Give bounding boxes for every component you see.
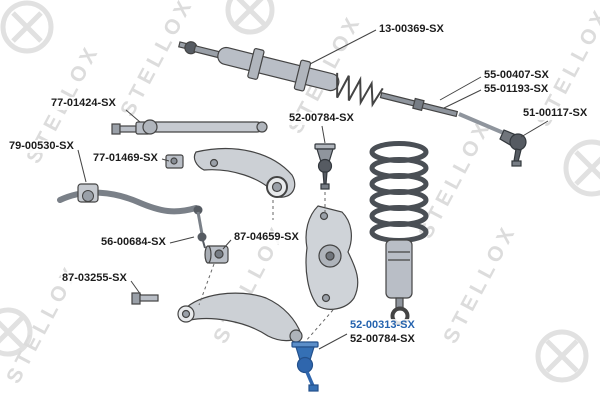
stellox-logo-watermark [0,0,54,54]
part-label-55-00407-sx[interactable]: 55-00407-SX [483,69,550,82]
part-label-52-00784-sx-upper[interactable]: 52-00784-SX [288,112,355,125]
ball-joint-highlighted-drawing [291,341,319,392]
part-label-51-00117-sx[interactable]: 51-00117-SX [522,107,589,120]
bolt-87-03255-drawing [131,292,159,305]
assembly-dashed-lines [198,192,334,343]
part-label-13-00369-sx[interactable]: 13-00369-SX [378,23,445,36]
watermark-text: STELLOX [439,220,521,347]
stellox-logo-watermark [0,307,33,357]
stellox-logo-watermark [535,329,589,383]
coil-spring-drawing [369,141,429,243]
part-label-77-01424-sx[interactable]: 77-01424-SX [50,97,117,110]
shock-absorber-drawing [385,239,413,326]
part-label-87-04659-sx[interactable]: 87-04659-SX [233,231,300,244]
leader-lines [77,29,549,350]
stellox-logo-watermark [563,139,600,197]
part-label-52-00784-sx-lower[interactable]: 52-00784-SX [349,333,416,346]
upper-wishbone-drawing [193,147,296,198]
upper-arm-drawing [111,119,268,135]
stabilizer-bar-drawing [57,183,207,249]
steering-rack-drawing [178,41,507,136]
part-label-56-00684-sx[interactable]: 56-00684-SX [100,236,167,249]
steering-knuckle-drawing [305,205,359,310]
part-label-52-00313-sx-selected[interactable]: 52-00313-SX [349,319,416,332]
part-label-79-00530-sx[interactable]: 79-00530-SX [8,140,75,153]
watermark-text: STELLOX [414,115,496,242]
part-label-55-01193-sx[interactable]: 55-01193-SX [483,83,550,96]
part-label-77-01469-sx[interactable]: 77-01469-SX [92,152,159,165]
stellox-logo-watermark [225,0,275,35]
part-label-87-03255-sx[interactable]: 87-03255-SX [61,272,128,285]
watermark-text: STELLOX [116,0,198,120]
bushing-77-01469-drawing [165,154,184,169]
bushing-87-04659-drawing [204,245,229,264]
tie-rod-end-drawing [499,129,527,167]
ball-joint-upper-drawing [314,143,336,190]
lower-wishbone-drawing [177,292,303,343]
